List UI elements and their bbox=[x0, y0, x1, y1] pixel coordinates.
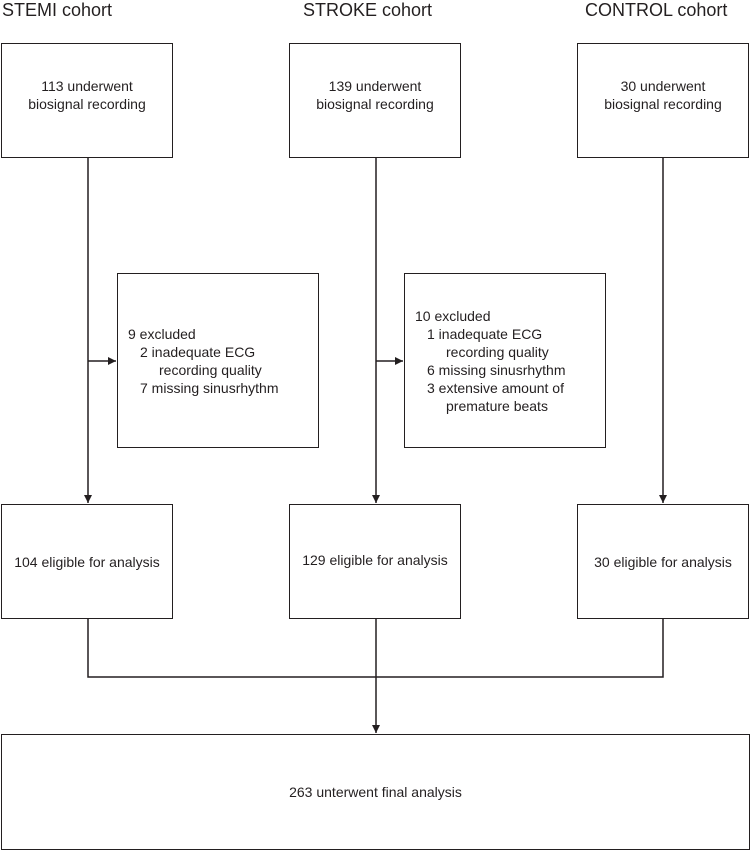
stroke-eligible-box: 129 eligible for analysis bbox=[289, 504, 461, 619]
control-eligible-box: 30 eligible for analysis bbox=[577, 504, 749, 619]
stemi-recording-line-1: 113 underwent bbox=[41, 78, 133, 94]
stemi-excluded-reason: recording quality bbox=[159, 361, 262, 378]
final-analysis-box: 263 unterwent final analysis bbox=[1, 734, 750, 850]
stemi-excluded-reason: 2 inadequate ECG bbox=[140, 343, 256, 360]
stemi-recording-line-2: biosignal recording bbox=[28, 96, 146, 112]
final-analysis-label: 263 unterwent final analysis bbox=[289, 784, 462, 800]
stroke-recording-line-1: 139 underwent bbox=[328, 78, 422, 94]
stemi-eligible-box: 104 eligible for analysis bbox=[1, 504, 173, 619]
stemi-cohort-heading: STEMI cohort bbox=[2, 0, 113, 20]
control-recording-box: 30 underwent biosignal recording bbox=[577, 43, 749, 158]
stroke-excluded-reason: recording quality bbox=[446, 343, 549, 360]
stroke-excluded-reason: 3 extensive amount of bbox=[427, 379, 564, 396]
stroke-cohort-heading: STROKE cohort bbox=[303, 0, 433, 20]
stemi-excluded-reason: 7 missing sinusrhythm bbox=[140, 379, 279, 396]
stroke-eligible-label: 129 eligible for analysis bbox=[302, 552, 448, 568]
stroke-exclusion-box: 10 excluded 1 inadequate ECG recording q… bbox=[404, 273, 606, 448]
stroke-recording-box: 139 underwent biosignal recording bbox=[289, 43, 461, 158]
stemi-excluded-total: 9 excluded bbox=[128, 325, 196, 342]
control-recording-line-2: biosignal recording bbox=[604, 96, 722, 112]
control-cohort-heading: CONTROL cohort bbox=[585, 0, 728, 20]
control-recording-line-1: 30 underwent bbox=[620, 78, 706, 94]
stemi-recording-box: 113 underwent biosignal recording bbox=[1, 43, 173, 158]
stroke-excluded-total: 10 excluded bbox=[415, 307, 491, 324]
stroke-excluded-reason: premature beats bbox=[446, 397, 548, 414]
stemi-eligible-label: 104 eligible for analysis bbox=[14, 553, 160, 570]
control-eligible-label: 30 eligible for analysis bbox=[594, 553, 732, 570]
stroke-recording-line-2: biosignal recording bbox=[316, 96, 434, 112]
stroke-excluded-reason: 6 missing sinusrhythm bbox=[427, 361, 566, 378]
stroke-excluded-reason: 1 inadequate ECG bbox=[427, 325, 543, 342]
stemi-exclusion-box: 9 excluded 2 inadequate ECG recording qu… bbox=[117, 273, 319, 448]
